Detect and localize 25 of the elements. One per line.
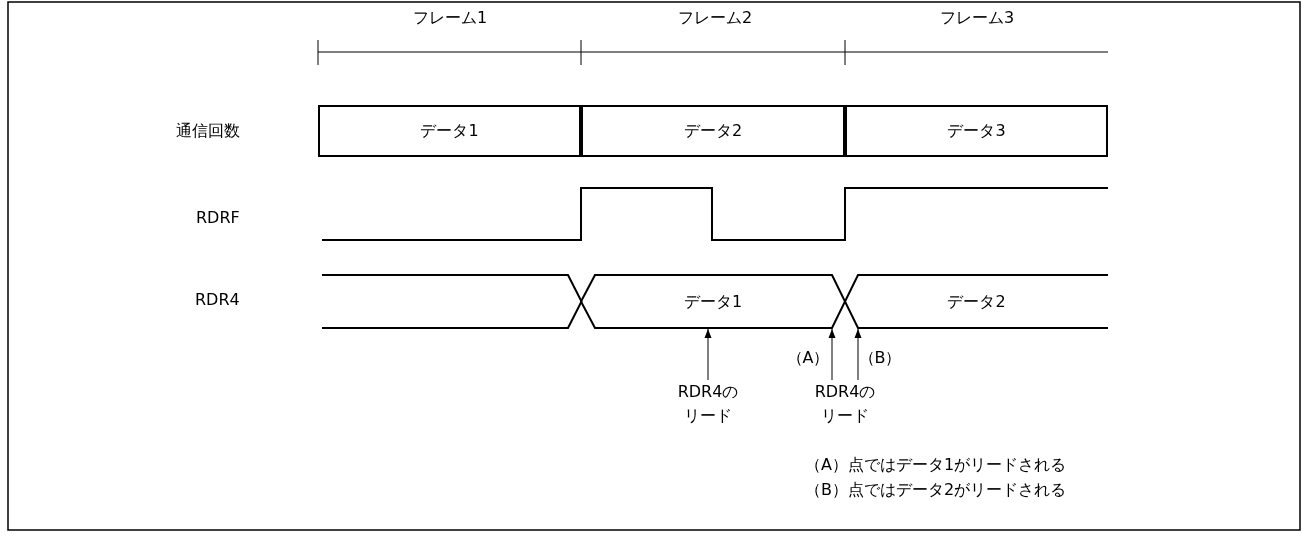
data-label: データ2 [683,120,743,142]
data-label: データ1 [683,290,743,313]
annotation-text: RDR4のリード [814,381,876,427]
data-label: データ2 [947,290,1006,313]
arrow [854,328,862,381]
point-label: （A） [786,348,830,368]
note-text: （A）点ではデータ1がリードされる [805,455,1067,475]
bus-segment [845,275,1108,328]
data-box [845,105,1108,157]
data-box [581,105,845,157]
arrow [704,328,712,381]
frame-label: フレーム3 [940,8,1015,28]
data-label: データ3 [947,120,1006,142]
row-label: RDRF [196,208,240,228]
data-box [318,105,581,157]
frame-label: フレーム1 [413,8,488,28]
frame-label: フレーム2 [678,8,753,28]
annotation-text: RDR4のリード [677,381,739,427]
note-text: （B）点ではデータ2がリードされる [805,480,1067,500]
data-label: データ1 [420,120,479,142]
point-label: （B） [858,348,902,368]
row-label: 通信回数 [176,121,240,141]
bus-segment [581,275,845,328]
row-label: RDR4 [195,290,240,310]
arrow [828,328,836,381]
